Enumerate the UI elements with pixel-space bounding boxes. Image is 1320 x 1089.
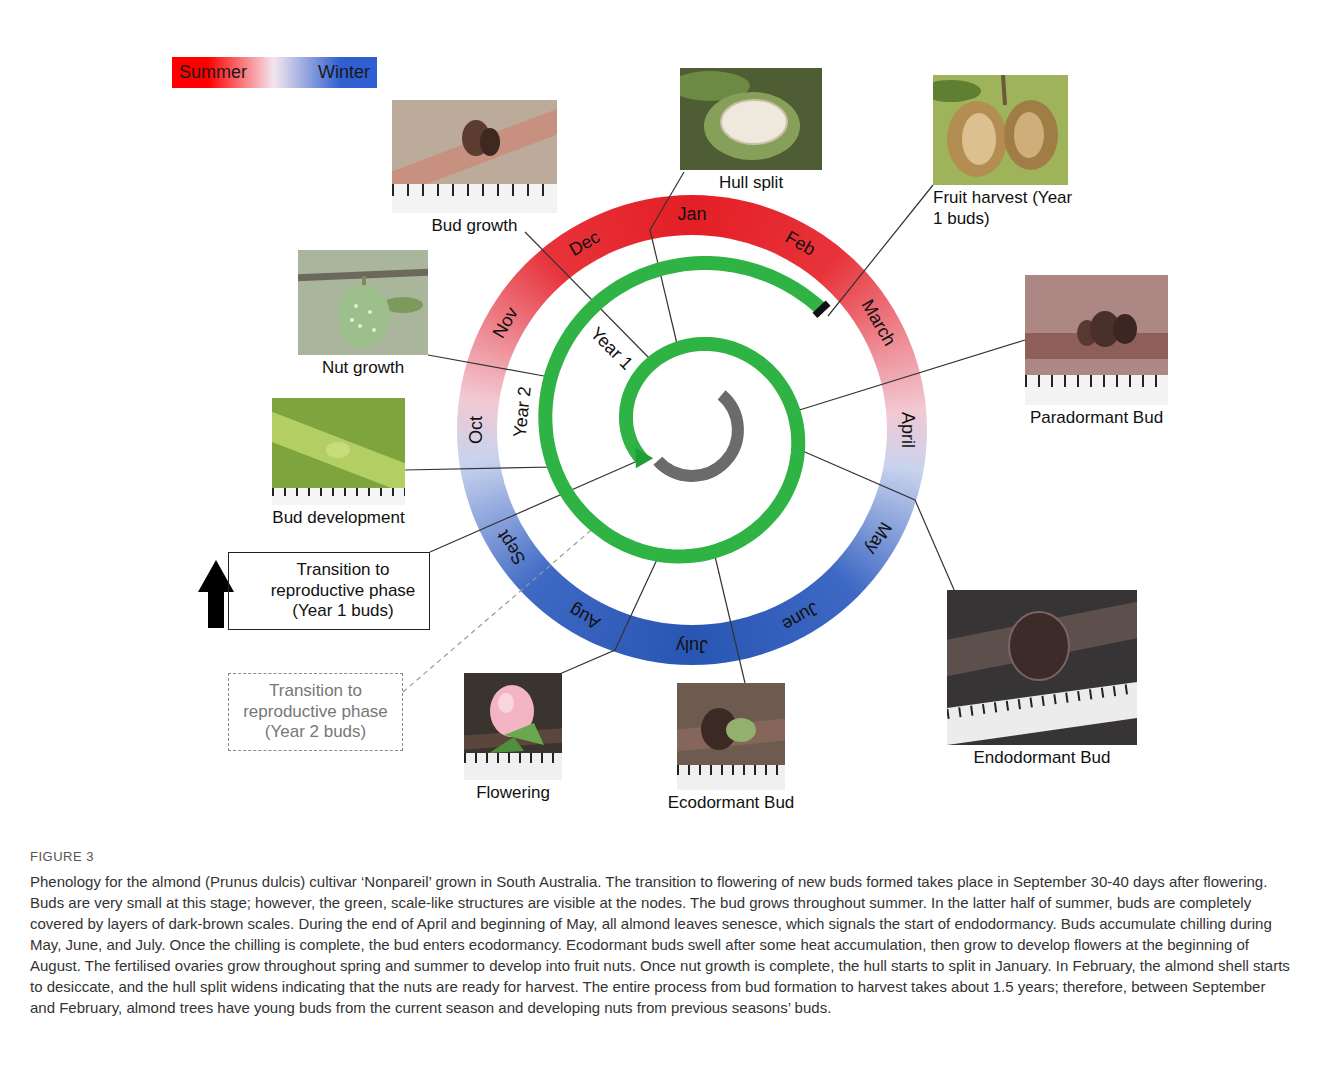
photo-detail (338, 285, 390, 347)
photo-panel: Bud development (269, 398, 408, 529)
stage-label: Fruit harvest (Year 1 buds) (933, 188, 1073, 229)
photo-detail (498, 693, 514, 713)
photo-detail (677, 765, 785, 790)
photo-detail (464, 753, 562, 780)
figure-caption: Phenology for the almond (Prunus dulcis)… (30, 871, 1292, 1018)
photo-detail (262, 423, 417, 483)
photo-detail (358, 324, 362, 328)
photo-ruler (1003, 75, 1005, 105)
photo-panel: Hull split (680, 68, 822, 194)
photo-detail (372, 328, 376, 332)
photo-detail (489, 737, 524, 753)
photo-detail (1009, 612, 1069, 680)
photo-ruler (1025, 375, 1168, 387)
month-label: Jan (677, 205, 706, 225)
bud-growth-photo (382, 100, 567, 213)
photo-panel: Fruit harvest (Year 1 buds) (933, 75, 1075, 229)
photo-detail (947, 101, 1007, 177)
phase-box: Transition to reproductive phase (Year 1… (228, 552, 430, 630)
legend-text: Summer (172, 57, 274, 88)
photo-detail (721, 100, 787, 144)
photo-detail (704, 92, 800, 160)
photo-panel: Paradormant Bud (1025, 275, 1168, 429)
photo-detail (392, 184, 557, 213)
legend-text: Winter (274, 57, 377, 88)
box-text: Transition to reproductive phase (Year 2… (237, 681, 394, 743)
photo-ruler (392, 184, 557, 196)
growth-spiral (545, 263, 824, 556)
leader-lines (403, 172, 1025, 692)
endodormant-photo (937, 590, 1147, 745)
stage-label: Endodormant Bud (973, 748, 1110, 769)
photo-panel: Bud growth (392, 100, 557, 237)
end-marker (815, 303, 828, 315)
photo-detail (298, 250, 428, 355)
flowering-photo (459, 673, 567, 780)
legend-item: Summer (172, 57, 274, 88)
photo-detail (326, 442, 350, 458)
photo-panel: Flowering (464, 673, 562, 804)
season-legend: SummerWinter (172, 57, 377, 88)
month-label: Oct (467, 416, 487, 444)
fruit-harvest-photo (921, 75, 1068, 185)
photo-detail (1113, 314, 1137, 344)
photo-detail (354, 304, 358, 308)
stage-label: Flowering (476, 783, 550, 804)
stage-label: Bud development (272, 508, 404, 529)
leader-line (428, 355, 544, 376)
ecodormant-photo (672, 683, 790, 790)
photo-panel: Ecodormant Bud (665, 683, 798, 814)
start-marker (636, 448, 654, 469)
photo-ruler (677, 765, 785, 775)
leader-line (793, 340, 1025, 412)
leader-line (798, 449, 955, 592)
stage-label: Bud growth (432, 216, 518, 237)
bud-development-photo (262, 398, 417, 505)
phase-box: Transition to reproductive phase (Year 2… (228, 673, 403, 751)
leader-line (714, 552, 745, 683)
month-label: April (897, 412, 917, 448)
stage-label: Ecodormant Bud (668, 793, 795, 814)
photo-detail (480, 128, 500, 156)
legend-item: Winter (274, 57, 377, 88)
photo-detail (350, 318, 354, 322)
photo-detail (272, 398, 405, 505)
photo-detail (921, 80, 981, 102)
hull-split-photo (670, 68, 822, 170)
photo-detail (382, 118, 567, 188)
photo-detail (464, 673, 562, 780)
photo-detail (1025, 375, 1168, 405)
paradormant-photo (1025, 275, 1168, 405)
stage-label: Hull split (719, 173, 783, 194)
stage-label: Nut growth (322, 358, 404, 379)
photo-ruler (272, 488, 405, 496)
leader-line (828, 185, 933, 316)
leader-line (405, 467, 554, 470)
figure-number: FIGURE 3 (30, 850, 94, 864)
box-text: Transition to reproductive phase (Year 1… (265, 560, 421, 622)
leader-line (555, 553, 660, 676)
photo-detail (726, 718, 756, 742)
prior-year-arc (658, 395, 738, 476)
photo-ruler (947, 688, 1137, 714)
photo-detail (1004, 100, 1058, 170)
nut-growth-photo (293, 250, 433, 355)
stage-label: Paradormant Bud (1030, 408, 1163, 429)
photo-ruler (464, 753, 562, 763)
photo-detail (962, 113, 996, 165)
month-label: July (676, 635, 708, 655)
photo-detail (1025, 275, 1168, 405)
photo-detail (272, 488, 405, 505)
photo-panel: Endodormant Bud (947, 590, 1137, 769)
photo-detail (947, 682, 1137, 745)
ring-centre (497, 235, 887, 625)
photo-detail (1014, 112, 1044, 158)
photo-detail (368, 310, 372, 314)
photo-panel: Nut growth (298, 250, 428, 379)
